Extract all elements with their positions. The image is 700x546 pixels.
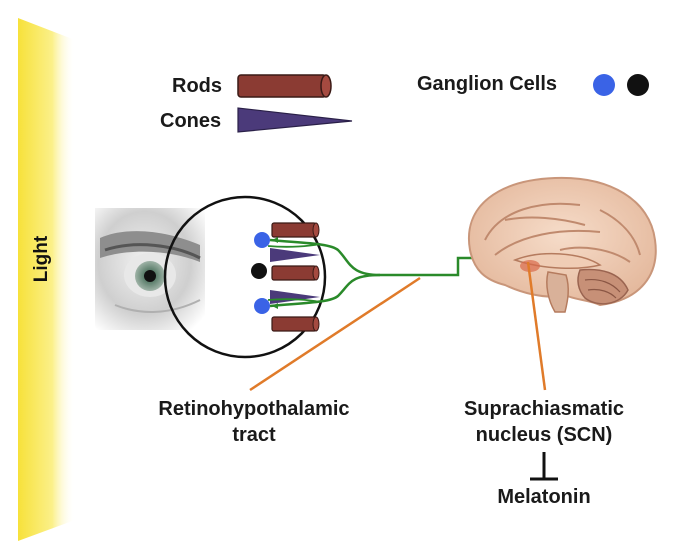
- legend-ganglion-label: Ganglion Cells: [417, 73, 558, 95]
- inhibition-symbol: [530, 452, 558, 481]
- retina-ganglion-black: [251, 263, 267, 279]
- light-label: Light: [31, 235, 52, 283]
- rht-pointer-line: [249, 276, 421, 392]
- retina-rods: [271, 222, 320, 332]
- brain-image: [467, 176, 657, 313]
- legend-ganglion-blue-icon: [593, 74, 615, 96]
- melatonin-label: Melatonin: [497, 486, 591, 508]
- legend-cones-label: Cones: [160, 110, 222, 132]
- rht-label: Retinohypothalamic tract: [120, 396, 388, 448]
- legend-rod-icon: [237, 74, 332, 98]
- scn-label-line2: nucleus (SCN): [475, 424, 613, 446]
- scn-pointer-line: [526, 261, 547, 391]
- rht-label-line2: tract: [232, 424, 276, 446]
- scn-label-line1: Suprachiasmatic: [463, 398, 625, 420]
- retina-ganglion-blue-bottom: [254, 298, 270, 314]
- eye-image: [95, 208, 205, 330]
- legend-rods-label: Rods: [172, 75, 222, 97]
- scn-label: Suprachiasmatic nucleus (SCN): [430, 396, 658, 448]
- legend-cone-icon: [237, 107, 353, 133]
- light-band: [18, 18, 75, 541]
- legend-ganglion-black-icon: [627, 74, 649, 96]
- retina-circle: [163, 195, 327, 359]
- rht-label-line1: Retinohypothalamic: [158, 398, 350, 420]
- retina-cones: [270, 248, 320, 304]
- retina-ganglion-blue-top: [254, 232, 270, 248]
- rht-pathway: [267, 238, 530, 308]
